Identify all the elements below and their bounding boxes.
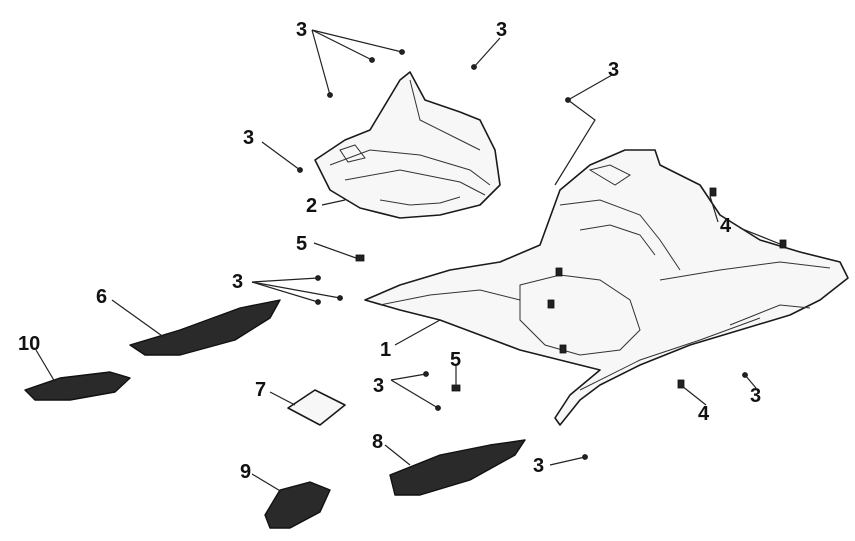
part-2-storage-box bbox=[314, 71, 501, 219]
callout-3-top-left: 3 bbox=[296, 19, 307, 41]
part-9-rear-mat bbox=[264, 481, 331, 529]
callout-3-center: 3 bbox=[373, 375, 384, 397]
callout-3-left-box: 3 bbox=[243, 127, 254, 149]
callout-labels: 1 2 3 3 3 3 3 3 3 3 4 4 5 5 6 7 8 9 10 bbox=[18, 19, 761, 483]
part-10-small-mat bbox=[24, 371, 131, 401]
part-8-right-footboard bbox=[389, 439, 526, 496]
part-7-plate bbox=[287, 389, 346, 426]
callout-10: 10 bbox=[18, 333, 40, 355]
callout-5-lower: 5 bbox=[450, 349, 461, 371]
part-1-floor-frame bbox=[364, 149, 849, 426]
part-6-left-footboard bbox=[129, 299, 281, 356]
leader-lines bbox=[35, 29, 781, 493]
callout-3-top-right: 3 bbox=[608, 59, 619, 81]
callout-3-top-center: 3 bbox=[496, 19, 507, 41]
callout-3-bottom: 3 bbox=[533, 455, 544, 477]
callout-3-right: 3 bbox=[750, 385, 761, 407]
callout-6: 6 bbox=[96, 286, 107, 308]
callout-4-lower: 4 bbox=[698, 403, 710, 425]
callout-1: 1 bbox=[380, 339, 391, 361]
callout-8: 8 bbox=[372, 431, 383, 453]
callout-7: 7 bbox=[255, 379, 266, 401]
callout-9: 9 bbox=[240, 461, 251, 483]
callout-4-upper: 4 bbox=[720, 215, 732, 237]
callout-5-upper: 5 bbox=[296, 233, 307, 255]
callout-2: 2 bbox=[306, 195, 317, 217]
callout-3-left-frame: 3 bbox=[232, 271, 243, 293]
